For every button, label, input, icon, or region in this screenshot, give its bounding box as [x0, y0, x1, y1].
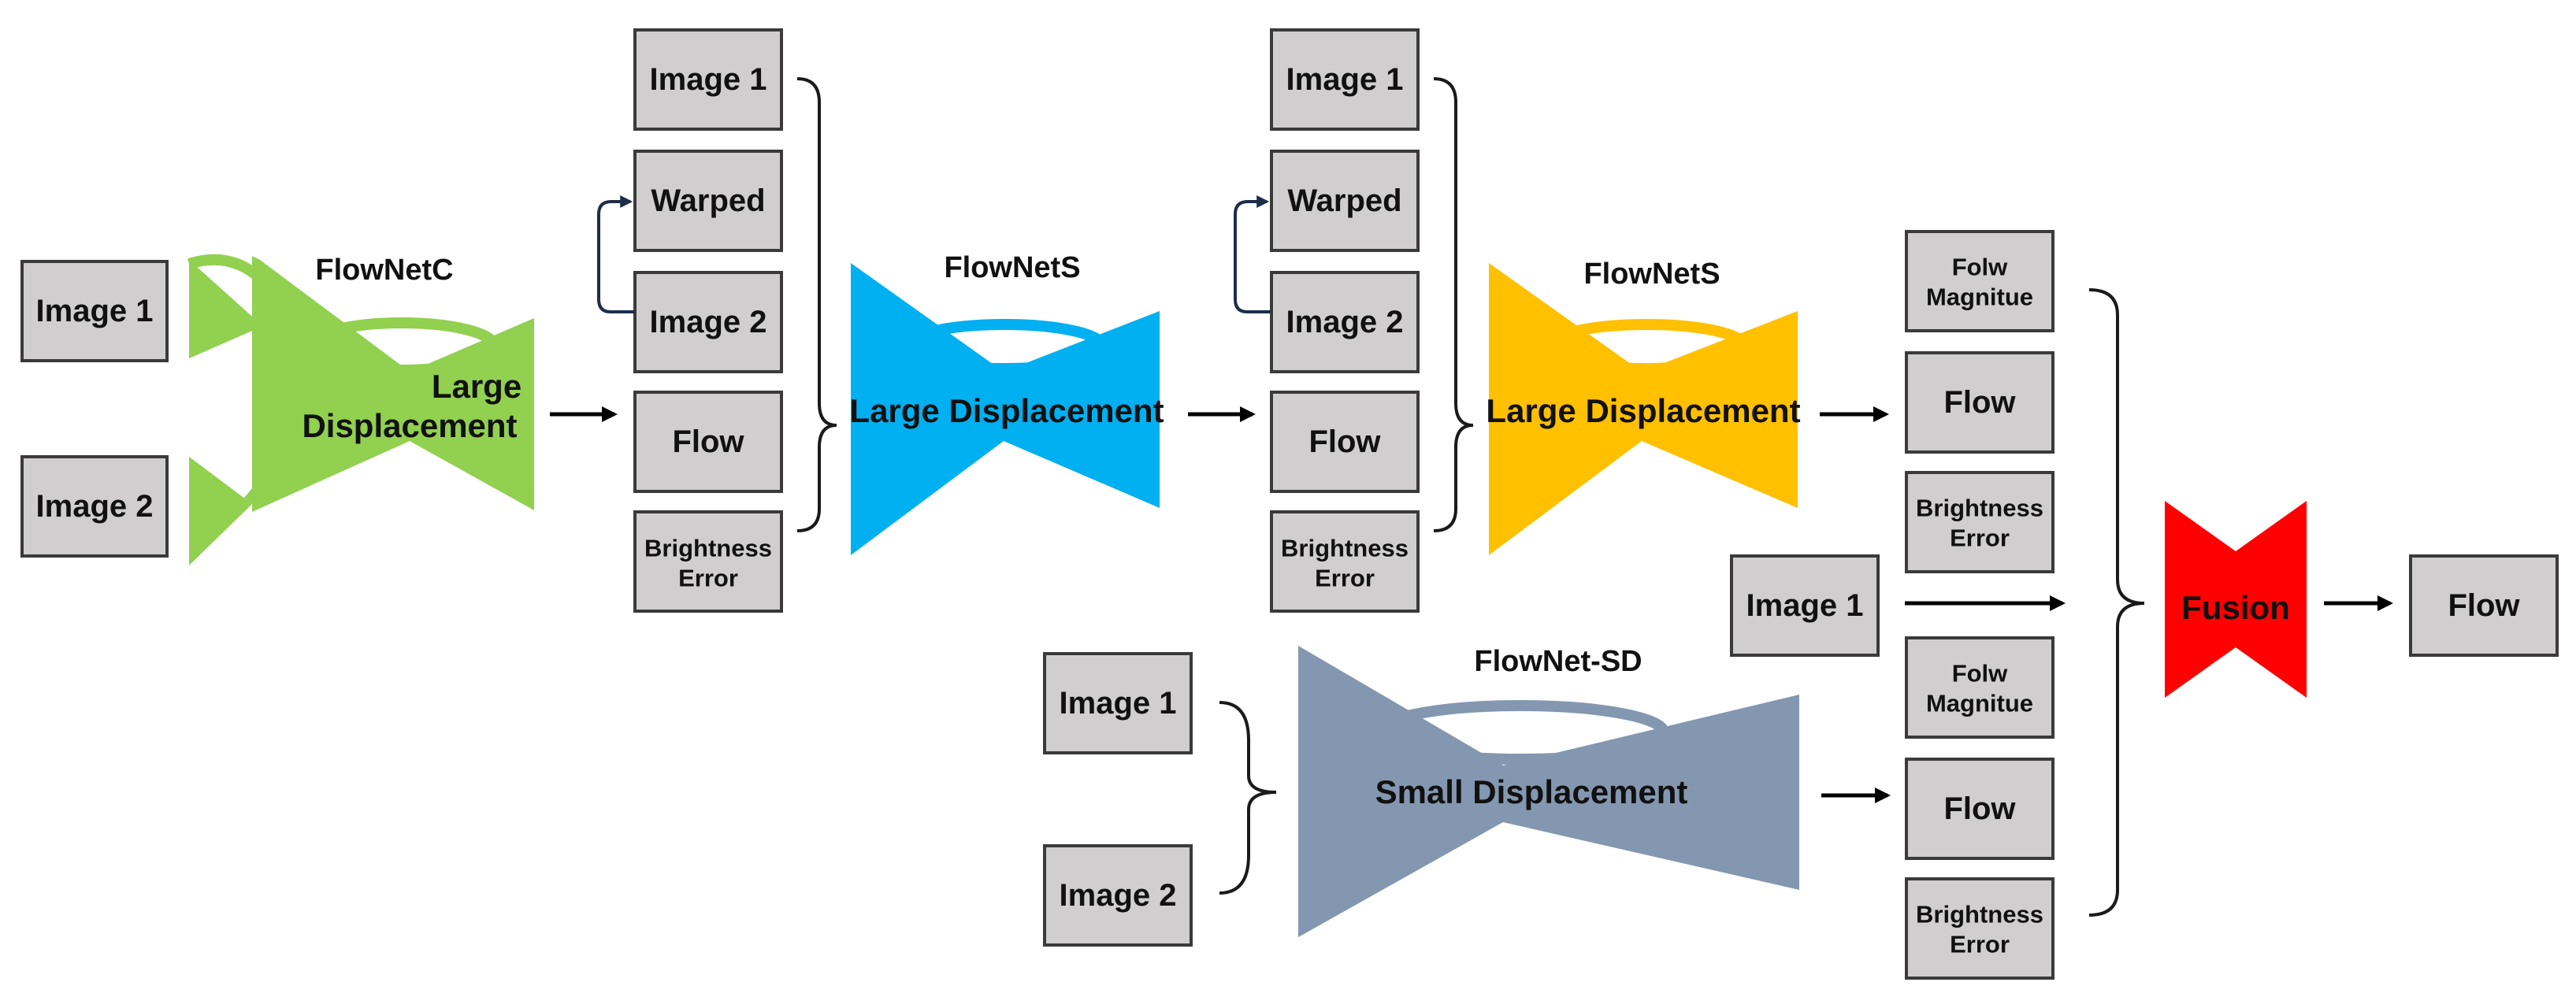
stage2-warped-label: Warped	[1287, 183, 1401, 218]
sd-input-brace	[1219, 701, 1277, 895]
stage1-image1-label: Image 1	[650, 62, 767, 97]
stage1-flow-label: Flow	[672, 424, 744, 459]
sd-image2-box: Image 2	[1043, 844, 1193, 947]
upper-flow-label: Flow	[1943, 385, 2016, 420]
stage2-flow-label: Flow	[1308, 424, 1381, 459]
stage2-warp-loop-arrow	[1234, 195, 1271, 313]
stage1-brightness-box: Brightness Error	[633, 510, 783, 613]
flownets1-title: FlowNetS	[944, 251, 1080, 284]
upper-brightness-line2: Error	[1950, 524, 2010, 552]
flownet-sd-shape	[1298, 646, 1799, 937]
stage2-flow-box: Flow	[1270, 391, 1420, 493]
lower-flow-box: Flow	[1905, 758, 2054, 860]
upper-brightness-line1: Brightness	[1916, 495, 2043, 522]
upper-brightness-box: Brightness Error	[1905, 471, 2054, 573]
stage1-brace	[796, 77, 837, 532]
fusion-label: Fusion	[2181, 589, 2290, 626]
final-flow-label: Flow	[2448, 588, 2520, 623]
flownetc-shape	[189, 256, 534, 565]
flownet-sd-block: FlowNet-SD Small Displacement	[1298, 645, 1799, 937]
flownets2-skip-loop	[1542, 319, 1750, 374]
flownetc-label-line1: Large	[432, 368, 522, 405]
input-image1-box: Image 1	[20, 260, 169, 362]
stage1-flow-box: Flow	[633, 391, 783, 493]
stage2-brightness-box: Brightness Error	[1270, 510, 1420, 613]
flownets2-label: Large Displacement	[1486, 392, 1800, 429]
upper-magnitude-line2: Magnitue	[1926, 284, 2033, 311]
flownetc-label-line2: Displacement	[302, 407, 517, 444]
flownetc-small-wedge-top	[189, 260, 252, 358]
lower-brightness-box: Brightness Error	[1905, 877, 2054, 980]
stage2-image1-label: Image 1	[1286, 62, 1404, 97]
upper-magnitude-line1: Folw	[1952, 254, 2008, 281]
stage2-image2-box: Image 2	[1270, 271, 1420, 373]
stage2-image2-label: Image 2	[1286, 305, 1404, 339]
flownetc-title: FlowNetC	[315, 254, 453, 287]
stage1-brightness-line1: Brightness	[644, 535, 772, 562]
lower-magnitude-box: Folw Magnitue	[1905, 636, 2054, 739]
final-flow-box: Flow	[2409, 554, 2559, 657]
stage2-image1-box: Image 1	[1270, 28, 1420, 131]
stage1-image2-box: Image 2	[633, 271, 783, 373]
upper-magnitude-box: Folw Magnitue	[1905, 230, 2054, 332]
stage1-brightness-line2: Error	[678, 565, 738, 592]
lower-magnitude-line2: Magnitue	[1926, 690, 2033, 717]
input-image2-box: Image 2	[20, 455, 169, 558]
stage1-warped-box: Warped	[633, 150, 783, 252]
flownets1-label: Large Displacement	[849, 392, 1164, 429]
input-image1-label: Image 1	[36, 294, 154, 328]
stage2-brightness-line2: Error	[1315, 565, 1375, 592]
lower-flow-label: Flow	[1943, 791, 2016, 826]
input-image2-label: Image 2	[36, 489, 154, 524]
flownets2-block: FlowNetS Large Displacement	[1486, 258, 1801, 555]
flownet-sd-label: Small Displacement	[1375, 773, 1688, 810]
flownet-sd-title: FlowNet-SD	[1474, 645, 1642, 678]
upper-flow-box: Flow	[1905, 351, 2054, 454]
flownets1-skip-loop	[900, 319, 1108, 374]
stage2-brace	[1433, 77, 1474, 532]
flownets2-title: FlowNetS	[1583, 258, 1720, 291]
sd-image1-box: Image 1	[1043, 652, 1193, 754]
stage2-brightness-line1: Brightness	[1281, 535, 1409, 562]
fusion-input-brace	[2088, 288, 2145, 917]
sd-image2-label: Image 2	[1060, 878, 1177, 913]
flownetc-skip-loop	[303, 317, 500, 376]
flownetc-block: FlowNetC Large Displacement	[187, 254, 534, 565]
fusion-block: Fusion	[2165, 501, 2307, 698]
stage1-warp-loop-arrow	[597, 195, 635, 313]
lower-magnitude-line1: Folw	[1952, 660, 2008, 688]
lower-brightness-line1: Brightness	[1916, 901, 2043, 928]
stage1-warped-label: Warped	[651, 183, 765, 218]
fusion-shape	[2165, 501, 2307, 698]
stage1-image2-label: Image 2	[650, 305, 767, 339]
flownetc-small-wedge-bottom	[189, 457, 252, 565]
stage2-warped-box: Warped	[1270, 150, 1420, 252]
fusion-input-image1-label: Image 1	[1746, 588, 1864, 623]
sd-image1-label: Image 1	[1060, 686, 1177, 721]
stage1-image1-box: Image 1	[633, 28, 783, 131]
fusion-input-image1-box: Image 1	[1730, 554, 1880, 657]
flownet-sd-skip-loop	[1372, 700, 1669, 765]
lower-brightness-line2: Error	[1950, 931, 2010, 958]
flownets1-block: FlowNetS Large Displacement	[849, 251, 1164, 555]
